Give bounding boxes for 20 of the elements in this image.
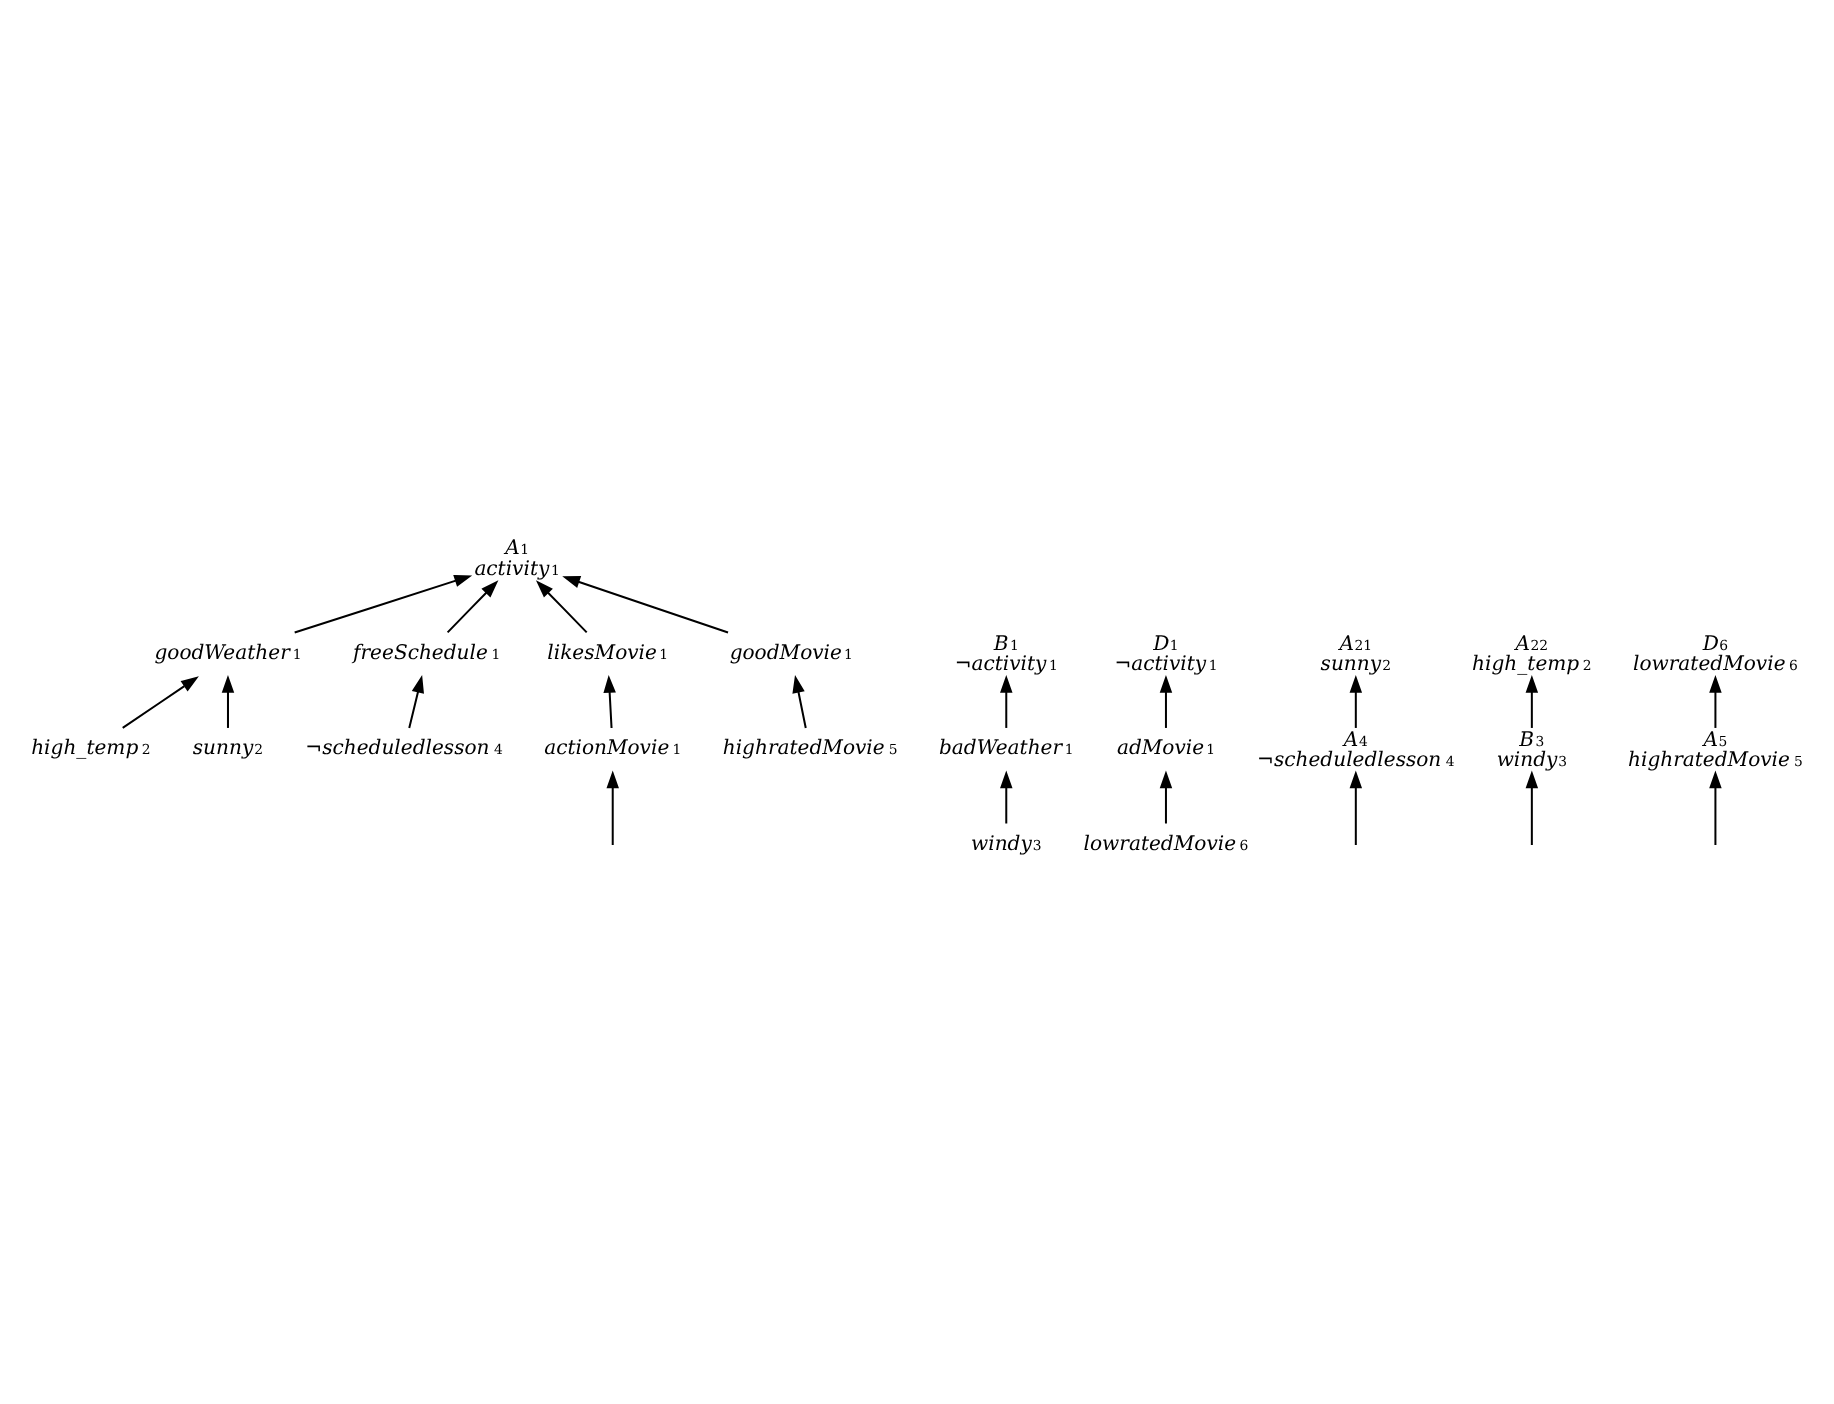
arrow <box>603 673 616 727</box>
arrow <box>221 673 235 727</box>
arrow <box>792 673 807 728</box>
arrow <box>408 674 424 728</box>
arrow <box>562 575 729 633</box>
arrow <box>122 675 199 728</box>
arrow <box>1349 769 1363 844</box>
arrow <box>1159 769 1173 823</box>
arrow <box>1525 673 1539 727</box>
arrow <box>1709 673 1722 727</box>
arrow <box>1000 673 1013 727</box>
arrow <box>535 579 588 633</box>
arrow <box>606 769 619 844</box>
arrow <box>1709 769 1722 844</box>
arrow <box>294 573 473 633</box>
arrow <box>446 579 499 633</box>
arrow <box>1525 769 1539 844</box>
arrow <box>1349 673 1363 727</box>
arrow <box>1000 769 1013 823</box>
arrow <box>1159 673 1173 727</box>
